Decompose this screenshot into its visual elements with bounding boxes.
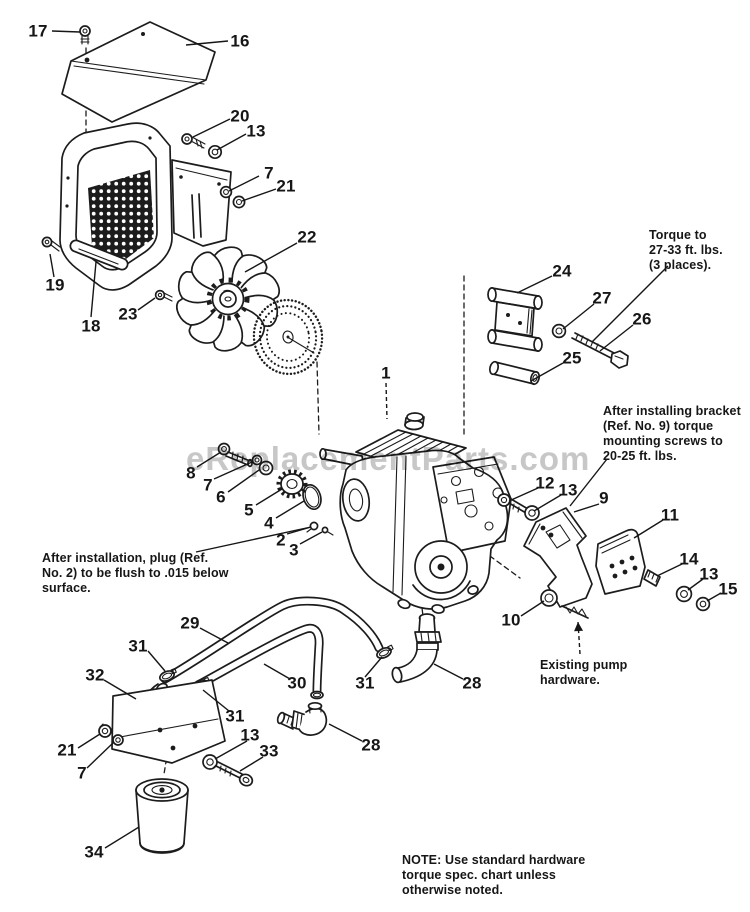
callout-4: 4 xyxy=(264,513,274,533)
washer-13d-drawing xyxy=(675,585,693,603)
tube-bracket-24-drawing xyxy=(487,287,543,352)
nut-15-drawing xyxy=(695,596,711,612)
torque-note: Torque to 27-33 ft. lbs. (3 places). xyxy=(649,228,723,272)
callout-13: 13 xyxy=(246,121,266,141)
plate-11-drawing xyxy=(595,528,646,595)
callout-9: 9 xyxy=(599,488,609,508)
callout-5: 5 xyxy=(244,500,254,520)
callout-26: 26 xyxy=(632,309,652,329)
callout-29: 29 xyxy=(180,613,200,633)
callout-14: 14 xyxy=(679,549,699,569)
nut-7a-drawing xyxy=(219,185,233,199)
callout-20: 20 xyxy=(230,106,250,126)
screw-23-drawing xyxy=(154,289,173,302)
callout-21: 21 xyxy=(57,740,77,760)
callout-10: 10 xyxy=(501,610,521,630)
callout-8: 8 xyxy=(186,463,196,483)
callout-21: 21 xyxy=(276,176,296,196)
spec-note: NOTE: Use standard hardware torque spec.… xyxy=(402,853,586,897)
callout-28: 28 xyxy=(361,735,381,755)
callout-7: 7 xyxy=(264,163,274,183)
screw-3-drawing xyxy=(321,526,334,536)
existing-hardware-note: Existing pump hardware. xyxy=(540,658,628,687)
filter-34-drawing xyxy=(135,778,189,854)
callout-2: 2 xyxy=(276,530,286,550)
bolt-26-drawing xyxy=(571,332,629,369)
washer-7b-drawing xyxy=(251,454,263,466)
pulley-shaft-line xyxy=(288,337,315,354)
hose-29-drawing xyxy=(160,596,384,684)
callout-33: 33 xyxy=(259,741,279,761)
callout-7: 7 xyxy=(203,475,213,495)
callout-16: 16 xyxy=(230,31,250,51)
washer-21a-drawing xyxy=(232,195,246,209)
bolt-8-drawing xyxy=(217,442,253,468)
callout-31: 31 xyxy=(355,673,375,693)
bolt-12-drawing xyxy=(497,493,529,514)
washer-7c-drawing xyxy=(112,734,124,746)
callout-13: 13 xyxy=(558,480,578,500)
tube-25-drawing xyxy=(488,360,541,386)
callout-15: 15 xyxy=(718,579,738,599)
washer-6-drawing xyxy=(258,460,274,476)
flange-nut-10-drawing xyxy=(540,589,558,607)
screw-19-drawing xyxy=(41,236,61,252)
existing-stud-spring-drawing xyxy=(561,605,589,619)
callout-17: 17 xyxy=(28,21,48,41)
bracket-note: After installing bracket (Ref. No. 9) to… xyxy=(603,404,741,463)
pump-drawing xyxy=(319,412,512,614)
callout-28: 28 xyxy=(462,673,482,693)
nut-27-drawing xyxy=(551,323,567,339)
callout-1: 1 xyxy=(381,363,391,383)
callout-34: 34 xyxy=(84,842,104,862)
callout-24: 24 xyxy=(552,261,572,281)
screw-17-drawing xyxy=(79,25,91,45)
watermark: eReplacementParts.com xyxy=(186,440,591,477)
callout-30: 30 xyxy=(287,673,307,693)
bracket-9-drawing xyxy=(523,507,593,608)
callout-12: 12 xyxy=(535,473,555,493)
nut-21b-drawing xyxy=(98,723,112,738)
filter-bracket-32-drawing xyxy=(111,679,226,764)
washer-13e-drawing xyxy=(202,754,218,770)
callout-31: 31 xyxy=(128,636,148,656)
hose-30-drawing xyxy=(195,623,324,696)
callout-13: 13 xyxy=(240,725,260,745)
callout-23: 23 xyxy=(118,304,138,324)
fan-drawing xyxy=(176,246,280,352)
callout-25: 25 xyxy=(562,348,582,368)
screw-20-drawing xyxy=(181,133,206,149)
fan-shroud-drawing xyxy=(59,122,232,291)
pulley-drawing xyxy=(252,298,324,376)
callout-6: 6 xyxy=(216,487,226,507)
callout-27: 27 xyxy=(592,288,612,308)
plug-2-drawing xyxy=(306,521,319,533)
callout-32: 32 xyxy=(85,665,105,685)
set-screw-14-drawing xyxy=(643,569,661,587)
cover-plate-drawing xyxy=(61,21,216,123)
callout-13: 13 xyxy=(699,564,719,584)
callout-3: 3 xyxy=(289,540,299,560)
plug-note: After installation, plug (Ref. No. 2) to… xyxy=(42,551,229,595)
callout-19: 19 xyxy=(45,275,65,295)
callout-7: 7 xyxy=(77,763,87,783)
callout-31: 31 xyxy=(225,706,245,726)
callout-11: 11 xyxy=(660,505,680,525)
callout-22: 22 xyxy=(297,227,317,247)
washer-13c-drawing xyxy=(524,505,540,521)
elbow-fitting-28b-drawing xyxy=(276,701,328,736)
washer-13a-drawing xyxy=(207,144,223,160)
elbow-fitting-28a-drawing xyxy=(391,613,442,684)
screw-33-drawing xyxy=(215,761,254,787)
callout-18: 18 xyxy=(81,316,101,336)
coupling-5-drawing xyxy=(276,469,308,499)
o-ring-4-drawing xyxy=(302,483,322,511)
